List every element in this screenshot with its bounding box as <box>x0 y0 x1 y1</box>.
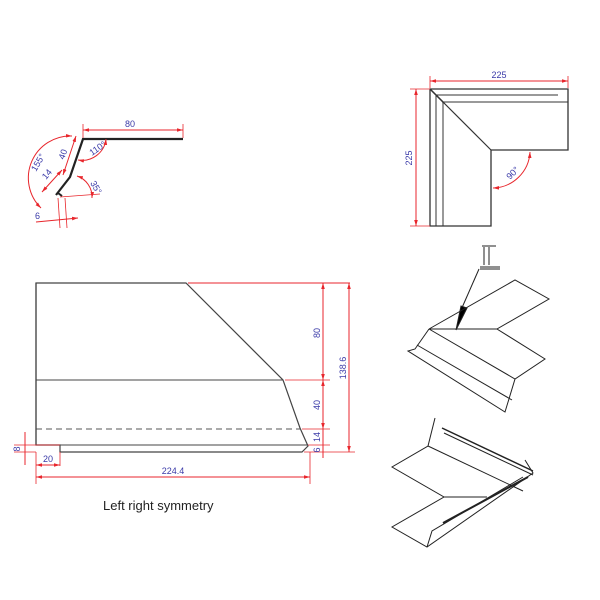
dim-text-40: 40 <box>56 148 69 161</box>
dim-text-6-flat: 6 <box>312 447 322 452</box>
dim-text-14: 14 <box>40 167 54 181</box>
dim-text-6: 6 <box>35 211 40 221</box>
dim-text-height-225: 225 <box>404 150 414 165</box>
dim-text-138-6: 138.6 <box>338 357 348 380</box>
dim-text-90: 90° <box>504 164 521 181</box>
dim-text-14-flat: 14 <box>312 432 322 442</box>
dim-text-20: 20 <box>43 454 53 464</box>
dim-text-width-225: 225 <box>491 70 506 80</box>
isometric-bottom-view <box>390 417 534 548</box>
dim-text-40-flat: 40 <box>312 400 322 410</box>
dim-text-80: 80 <box>125 119 135 129</box>
dim-text-224-4: 224.4 <box>162 466 185 476</box>
top-view: 225 225 90° <box>404 70 569 227</box>
dim-text-80-flat: 80 <box>312 328 322 338</box>
dim-text-35: 35° <box>88 179 104 196</box>
caption-text: Left right symmetry <box>103 498 214 513</box>
dim-text-8: 8 <box>12 446 22 451</box>
isometric-top-view <box>406 245 551 413</box>
profile-outline <box>55 137 183 196</box>
flat-pattern: 80 40 14 6 138.6 8 20 224.4 <box>12 282 355 484</box>
profile-section: 80 110° 155° 40 14 35° 6 <box>27 119 184 229</box>
